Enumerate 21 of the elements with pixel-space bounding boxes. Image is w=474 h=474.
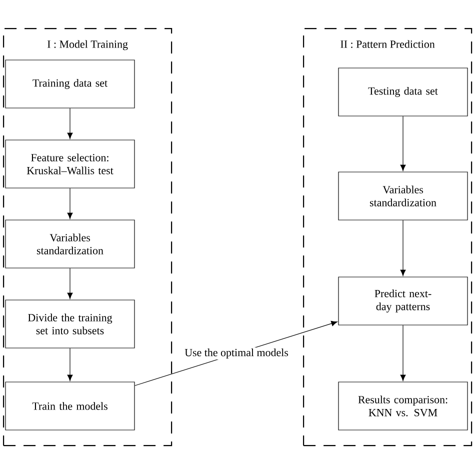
arrow: [400, 325, 406, 381]
process-box: Testing data set: [338, 68, 468, 116]
process-box: Predict next-day patterns: [338, 276, 468, 326]
process-box: Variables standardization: [338, 172, 468, 220]
process-box: Variables standardization: [5, 220, 135, 268]
process-box: Feature selection: Kruskal–Wallis test: [5, 140, 135, 188]
arrow: [67, 348, 73, 381]
arrow: [67, 108, 73, 139]
process-box: Train the models: [5, 382, 135, 430]
dashed-frame: [3, 28, 172, 446]
arrow: [400, 220, 406, 276]
process-box: Divide the training set into subsets: [5, 300, 135, 348]
arrow: [67, 188, 73, 219]
frame-title: II : Pattern Prediction: [340, 40, 435, 48]
dashed-frame: [303, 28, 472, 446]
arrow: [67, 268, 73, 299]
edge-label: Use the optimal models: [184, 348, 288, 358]
frame-title: I : Model Training: [48, 40, 128, 50]
arrow: [400, 116, 406, 171]
process-box: Training data set: [5, 60, 135, 108]
process-box: Results comparison: KNN vs. SVM: [338, 382, 468, 430]
